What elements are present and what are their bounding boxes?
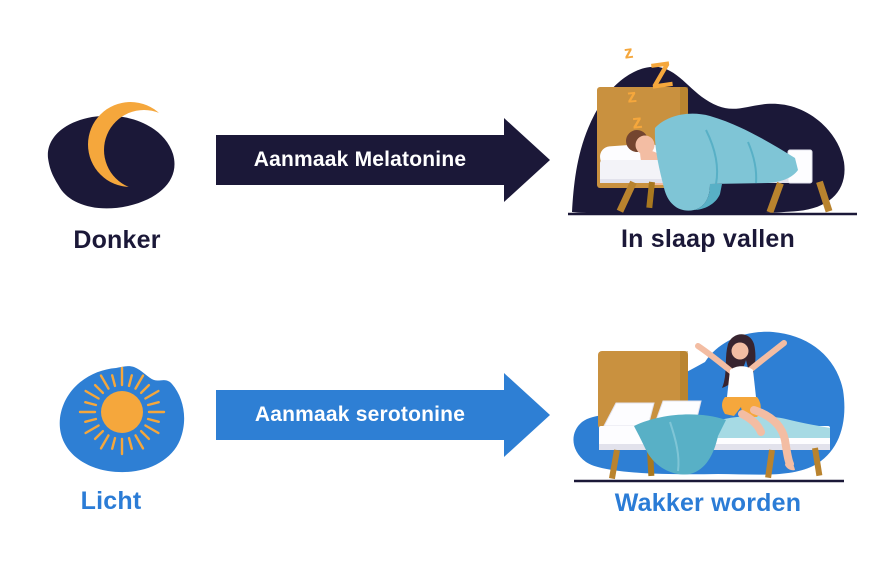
sleep-z-icon: Z xyxy=(647,53,674,97)
melatonin-arrow-body: Aanmaak Melatonine xyxy=(216,135,504,185)
waking-person-illustration xyxy=(573,331,845,483)
blanket-fold xyxy=(705,129,758,185)
melatonin-arrow-head-icon xyxy=(504,118,550,202)
bed-legs xyxy=(609,447,823,480)
sleep-z-icon: z xyxy=(626,86,638,108)
sleep-z-icon: z xyxy=(631,111,643,134)
face xyxy=(731,342,749,360)
left-arm xyxy=(695,343,735,375)
sun-disc xyxy=(101,391,143,433)
serotonin-arrow: Aanmaak serotonine xyxy=(216,373,550,457)
wake-result-label: Wakker worden xyxy=(614,489,802,517)
foot xyxy=(785,460,795,471)
sleeping-person-illustration: z Z z z xyxy=(568,42,857,216)
sleep-z-icon: z xyxy=(623,42,635,63)
blanket-hem xyxy=(694,184,722,210)
tank-top xyxy=(727,366,756,397)
serotonin-arrow-body: Aanmaak serotonine xyxy=(216,390,504,440)
thigh xyxy=(738,410,765,436)
blanket xyxy=(634,414,726,475)
right-arm xyxy=(747,340,787,373)
leg xyxy=(750,406,794,468)
headboard-shade xyxy=(680,351,688,429)
melatonin-arrow-label: Aanmaak Melatonine xyxy=(253,148,467,171)
face xyxy=(635,135,655,155)
serotonin-arrow-head-icon xyxy=(504,373,550,457)
melatonin-arrow: Aanmaak Melatonine xyxy=(216,118,550,202)
bed-legs xyxy=(616,180,833,214)
sun-icon xyxy=(59,366,185,473)
blanket-strip xyxy=(708,415,830,438)
blanket xyxy=(654,113,798,211)
sun-rays xyxy=(78,366,166,456)
crescent xyxy=(88,102,173,187)
dark-label: Donker xyxy=(73,226,161,254)
blanket-fold xyxy=(669,421,680,472)
waking-woman xyxy=(695,334,795,471)
sleep-result-label: In slaap vallen xyxy=(621,225,795,253)
moon-icon xyxy=(47,102,175,209)
light-label: Licht xyxy=(80,487,142,515)
serotonin-arrow-label: Aanmaak serotonine xyxy=(254,403,466,426)
